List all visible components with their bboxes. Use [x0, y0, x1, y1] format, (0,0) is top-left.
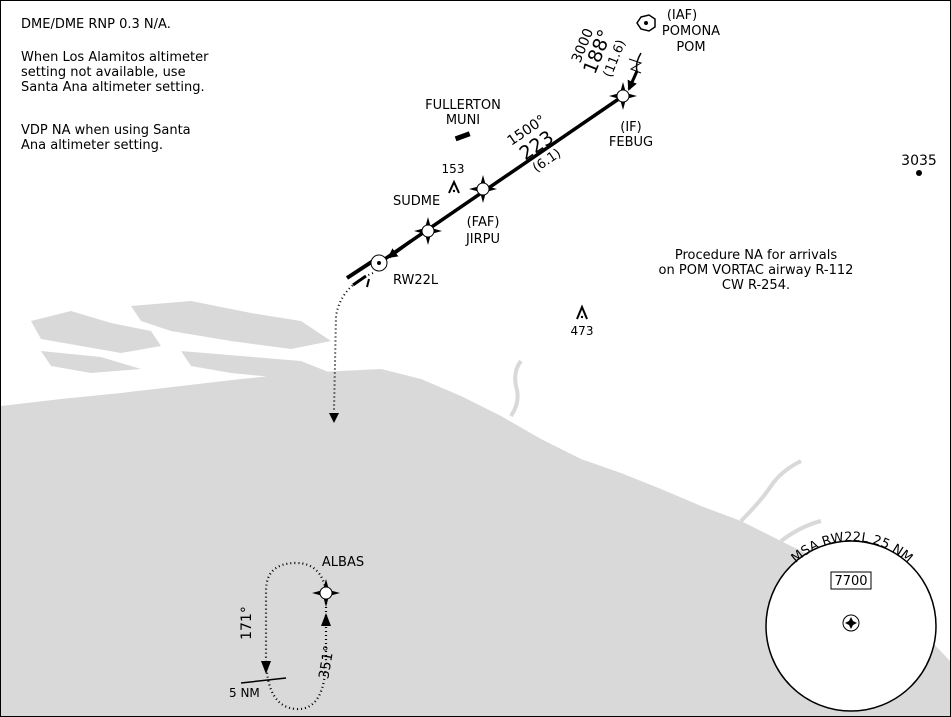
degree-symbol-3: ° [239, 606, 255, 613]
holding-inbound-arrow [321, 613, 331, 626]
holding-outbound-course-label: 171° [239, 606, 255, 640]
fix-febug-symbol [608, 81, 638, 111]
note-altimeter-line2: setting not available, use [21, 65, 186, 80]
fix-pomona-role: (IAF) [667, 8, 697, 23]
note-dme-rnp: DME/DME RNP 0.3 N/A. [21, 17, 171, 32]
river-channels [509, 359, 822, 543]
spot-elevation-3035-dot [916, 170, 922, 176]
note-procedure-na-line2: on POM VORTAC airway R-112 [659, 263, 854, 278]
fix-pomona-ident: POM [676, 40, 705, 55]
fix-febug-name: FEBUG [609, 135, 653, 150]
pom-track-curve [635, 52, 642, 72]
holding-pattern-track [264, 561, 328, 711]
runway-22l-label: RW22L [393, 273, 439, 288]
degree-symbol-4: ° [321, 644, 338, 654]
svg-text:171°: 171° [239, 606, 255, 640]
fix-febug-role: (IF) [620, 120, 641, 135]
note-altimeter-line1: When Los Alamitos altimeter [21, 50, 209, 65]
holding-inbound-course-label: 351° [316, 644, 338, 680]
land-area [1, 369, 950, 716]
note-procedure-na-line1: Procedure NA for arrivals [675, 248, 838, 263]
pom-febug-course-line [627, 70, 639, 91]
holding-outbound-course: 171 [239, 613, 255, 640]
airport-fullerton-runway [454, 131, 471, 142]
fix-albas-name: ALBAS [322, 555, 364, 570]
obstacle-473-label: 473 [571, 324, 594, 338]
holding-inbound-course: 351 [316, 651, 336, 680]
holding-leg-length: 5 NM [229, 686, 260, 700]
final-course-arrow [387, 239, 413, 259]
airport-fullerton-muni: MUNI [446, 113, 480, 128]
note-procedure-na-line3: CW R-254. [722, 278, 790, 293]
airport-fullerton-name: FULLERTON [425, 98, 501, 113]
msa-center-fix-icon [842, 614, 860, 632]
holding-outbound-arrow [261, 661, 271, 674]
fix-pomona-name: POMONA [662, 24, 720, 39]
harbor-breakwaters [31, 301, 331, 379]
note-vdp-line1: VDP NA when using Santa [21, 123, 191, 138]
obstacle-153-label: 153 [442, 162, 465, 176]
spot-elevation-3035-label: 3035 [901, 153, 937, 169]
missed-approach-arrow [329, 413, 339, 423]
final-approach-course-line [378, 94, 624, 265]
note-altimeter-line3: Santa Ana altimeter setting. [21, 80, 205, 95]
leg-pom-febug-labels: 3000 188° (11.6) [569, 26, 629, 79]
msa-altitude: 7700 [834, 574, 867, 589]
fix-jirpu-name: JIRPU [465, 232, 500, 247]
msa-altitude-box [830, 571, 872, 590]
note-vdp-line2: Ana altimeter setting. [21, 138, 163, 153]
obstacle-153-symbol [448, 179, 460, 194]
fix-jirpu-role: (FAF) [467, 215, 500, 230]
fix-sudme-name: SUDME [393, 194, 440, 209]
runway-22l-symbol [345, 254, 388, 288]
obstacle-473-symbol [576, 304, 588, 320]
pomona-vortac [636, 14, 656, 32]
break-symbol [628, 58, 643, 74]
holding-leg-length-tick [240, 677, 287, 684]
svg-text:351°: 351° [316, 644, 338, 680]
